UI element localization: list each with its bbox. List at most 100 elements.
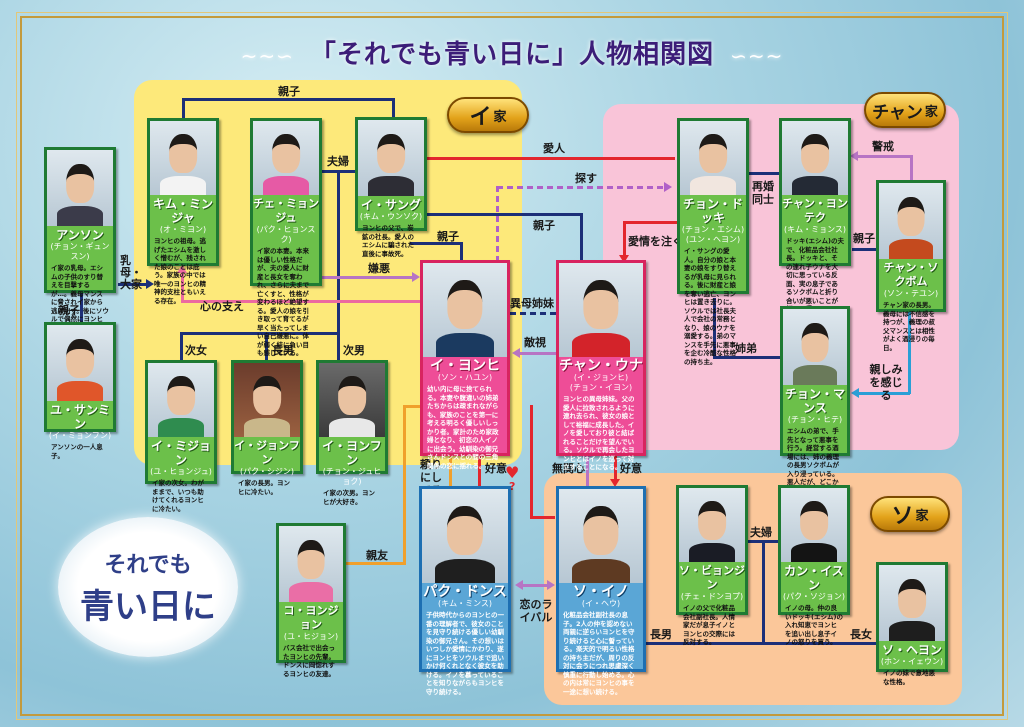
actor-name: (イ・ミョンフン) (48, 431, 112, 440)
character-card-chon-mansu[interactable]: チョン・マンス (チョン・ヒテ) エシムの弟で、手先となって悪事を行う。経営する… (780, 306, 850, 503)
portrait (559, 263, 643, 357)
actor-name: (パク・シジン) (239, 467, 295, 476)
character-name: アンソン (56, 228, 104, 242)
actor-name: (キム・ミョンス) (783, 225, 847, 234)
arrow-head (512, 348, 520, 358)
character-card-i-mijon[interactable]: イ・ミジョン (ユ・ヒョンジュ) イ家の次女。わがままで、いつも助けてくれるヨン… (145, 360, 217, 513)
connector (623, 221, 677, 224)
relation-label: 敵視 (524, 336, 546, 349)
character-description: ヨンヒの異母姉妹。父の愛人に拉致されるように連れ去られ、彼女の娘として裕福に成長… (563, 395, 635, 471)
connector (748, 172, 784, 175)
arrow-head (664, 182, 672, 192)
logo-line-2: 青い日に (80, 586, 216, 627)
logo-line-1: それでも (104, 551, 192, 578)
portrait (358, 120, 424, 196)
actor-name: (チョン・ギュンスン) (50, 242, 110, 261)
character-card-anson[interactable]: アンソン (チョン・ギュンスン) イ家の乳母。エシムの子供のすり替えを目撃するが… (44, 147, 116, 340)
character-card-kan-isun[interactable]: カン・イスン (パク・ソジョン) イノの母。仲の良いドッキ(エシム)の入れ知恵で… (778, 485, 850, 646)
connector (403, 405, 406, 565)
connector (856, 155, 912, 158)
character-card-i-sangu[interactable]: イ・サング (キム・ウンソク) ヨンヒの父で、炭鉱の社長。愛人のエシムに騙された… (355, 117, 427, 258)
relation-label: 親子 (58, 304, 80, 317)
character-card-i-yonhi[interactable]: イ・ヨンヒ (ソン・ハユン) 幼い内に母に捨てられる。本妻や腹違いの姉弟たちから… (420, 260, 510, 470)
actor-name: (イ・ジョンヒ) (573, 373, 629, 382)
badge-suffix: 家 (915, 508, 929, 524)
character-card-chan-sokbom[interactable]: チャン・ソクボム (ソン・テユン) チャン家の長男。義母には不信感を持つが、義理… (876, 180, 946, 352)
relation-label: 長男 (272, 344, 294, 357)
character-card-so-byonjin[interactable]: ソ・ビョンジン (チェ・ドンヨプ) イノの父で化粧品会社副社長。人情家だが息子イ… (676, 485, 748, 646)
connector (395, 157, 675, 160)
character-name: キム・ミンジャ (152, 197, 213, 225)
character-card-paku-donsu[interactable]: パク・ドンス (キム・ミンス) 子供時代からのヨンヒの一番の理解者で、彼女のこと… (419, 486, 511, 696)
arrow-head (146, 279, 154, 289)
title-text: 「それでも青い日に」人物相関図 (309, 40, 715, 70)
character-card-chan-yontek[interactable]: チャン・ヨンテク (キム・ミョンス) ドッキ(エシム)の夫で、化粧品会社社長。ド… (779, 118, 851, 313)
portrait (319, 363, 385, 437)
so-family-badge: ソ家 (870, 496, 950, 532)
portrait (234, 363, 300, 437)
relation-label: 次男 (343, 344, 365, 357)
relation-label: 愛人 (543, 142, 565, 155)
connector (118, 283, 148, 286)
portrait (559, 489, 643, 583)
character-name: ソ・ヘヨン (881, 643, 942, 657)
character-name: チョン・マンス (784, 387, 845, 415)
portrait (422, 489, 508, 583)
connector (910, 155, 913, 183)
relation-label: 再婚同士 (752, 180, 774, 206)
character-name: イ・サング (360, 198, 421, 212)
actor-name: (チョン・エシム) (681, 225, 745, 234)
actor-name: (キム・ウンソク) (359, 212, 423, 221)
character-description: チャン家の長男。義母には不信感を持つが、義理の叔父マンスとは相性がよく酒浸りの毎… (883, 301, 935, 352)
connector (318, 562, 406, 565)
character-card-so-heyon[interactable]: ソ・ヘヨン (ホン・イェウン) イノの妹で意地悪な性格。 (876, 562, 948, 686)
connector (497, 186, 665, 189)
character-card-che-myonju[interactable]: チェ・ミョンジュ (パク・ヒョンスク) イ家の本妻。本来は優しい性格だが、夫の愛… (250, 118, 322, 357)
character-name: ソ・イノ (573, 584, 629, 600)
connector (530, 405, 533, 518)
character-description: イノの母。仲の良いドッキ(エシム)の入れ知恵でヨンヒを追い出し息子イノの怒りを買… (785, 604, 843, 646)
connector (337, 170, 340, 335)
connector (614, 450, 617, 480)
badge-surname: チャン (872, 102, 923, 123)
character-name: イ・ヨンヒ (430, 358, 500, 374)
character-description: イ家の長男。ヨンヒに冷たい。 (238, 479, 290, 496)
relation-label: 嫌悪 (368, 262, 390, 275)
connector (762, 540, 765, 644)
character-description: 化粧品会社副社長の息子。2人の仲を認めない両親に逆らいヨンヒを守り続けると心に誓… (563, 611, 635, 696)
character-card-kim-minja[interactable]: キム・ミンジャ (オ・ミヨン) ヨンヒの祖母。逃げたエシムを激しく憎むが、残され… (147, 118, 219, 305)
character-name: カン・イスン (784, 564, 844, 592)
connector (522, 584, 548, 587)
actor-name: (イ・ヘウ) (581, 599, 621, 608)
character-card-chon-dokki[interactable]: チョン・ドッキ (チョン・エシム) (ユン・ヘヨン) イ・サングの愛人。自分の娘… (677, 118, 749, 366)
heart-icon: ♥ (505, 463, 520, 482)
character-name: チャン・ヨンテク (782, 197, 848, 224)
portrait (279, 526, 343, 602)
character-description: 子供時代からのヨンヒの一番の理解者で、彼女のことを見守り続ける優しい幼馴染の御兄… (426, 611, 504, 696)
character-description: ドッキ(エシム)の夫で、化粧品会社社長。ドッキと、その連れ子ウナを大切に思ってい… (786, 237, 844, 313)
connector (182, 99, 185, 119)
character-card-yu-sanmin[interactable]: ユ・サンミン (イ・ミョンフン) アンソンの一人息子。 (44, 322, 116, 460)
relation-label: 夫婦 (750, 526, 772, 539)
character-name: ユ・サンミン (49, 403, 110, 431)
connector (403, 405, 423, 408)
character-card-i-jonfun[interactable]: イ・ジョンフン (パク・シジン) イ家の長男。ヨンヒに冷たい。 (231, 360, 303, 496)
character-card-i-yonfun[interactable]: イ・ヨンフン (チョン・ジュヒョク) イ家の次男。ヨンヒが大好き。 (316, 360, 388, 506)
arrow-head (851, 388, 859, 398)
portrait (47, 325, 113, 401)
actor-name: (ユ・ヒジョン) (283, 632, 339, 641)
relation-label: 異母姉妹 (510, 297, 554, 310)
connector (80, 290, 83, 324)
character-name: イ・ミジョン (150, 439, 211, 467)
character-name: イ・ヨンフン (322, 439, 382, 467)
portrait (680, 121, 746, 195)
character-card-ko-yonjon[interactable]: コ・ヨンジョン (ユ・ヒジョン) バス会社で出会ったヨンヒの先輩。ドンスに岡惚れ… (276, 523, 346, 678)
relation-label: 心の支え (200, 300, 244, 313)
character-card-chan-una[interactable]: チャン・ウナ (イ・ジョンヒ) (チョン・イヨン) ヨンヒの異母姉妹。父の愛人に… (556, 260, 646, 471)
character-card-so-ino[interactable]: ソ・イノ (イ・ヘウ) 化粧品会社副社長の息子。2人の仲を認めない両親に逆らいヨ… (556, 486, 646, 696)
relation-label: 姉弟 (735, 342, 757, 355)
arrow-head (515, 580, 523, 590)
badge-suffix: 家 (924, 104, 938, 120)
connector (392, 98, 395, 118)
portrait (47, 150, 113, 226)
